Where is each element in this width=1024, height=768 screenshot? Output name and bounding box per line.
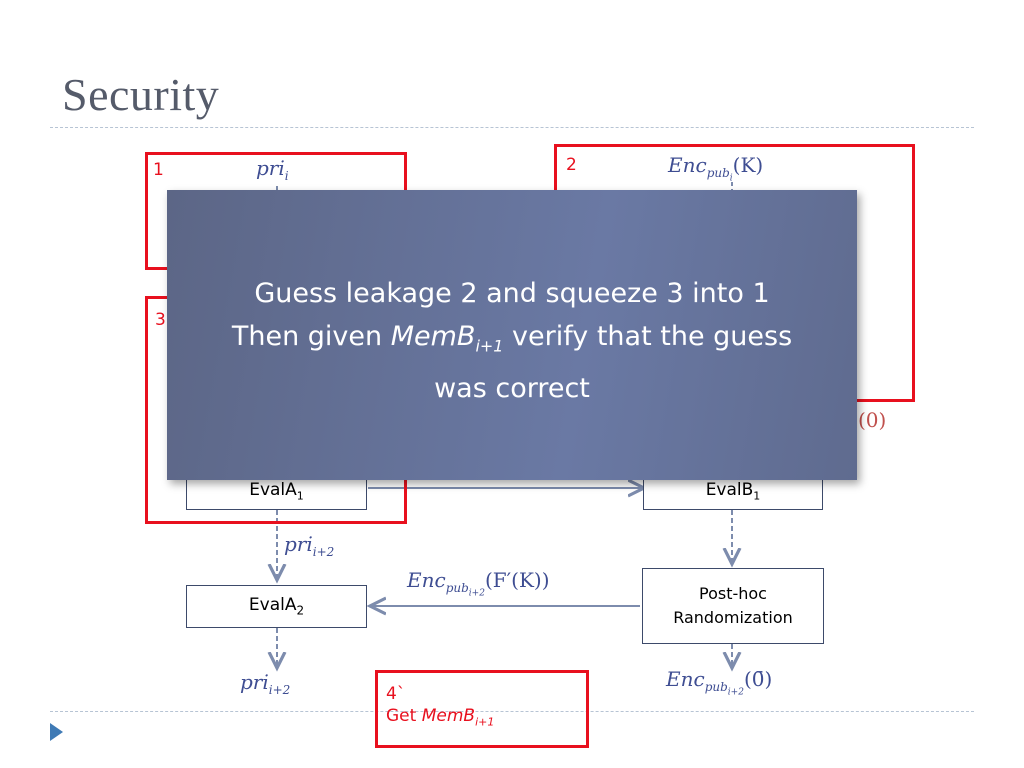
callout-line1: Guess leakage 2 and squeeze 3 into 1 xyxy=(254,278,770,309)
evala2-label: EvalA2 xyxy=(248,595,305,618)
label-enc-mid: Encpubi+2(F′(K)) xyxy=(407,568,550,599)
posthoc-randomization-box: Post-hoc Randomization xyxy=(642,568,824,644)
evalb1-label: EvalB1 xyxy=(705,479,761,503)
label-partial-zero: (0) xyxy=(858,408,887,432)
callout-line2: Then given MemBi+1 verify that the guess xyxy=(231,321,793,356)
footer-divider xyxy=(50,711,974,712)
red-label-3: 3 xyxy=(155,310,166,330)
title-divider xyxy=(50,127,974,128)
red-box-4 xyxy=(375,670,589,748)
posthoc-line1: Post-hoc xyxy=(699,584,767,603)
callout-overlay: Guess leakage 2 and squeeze 3 into 1 The… xyxy=(167,190,857,480)
red-label-4: 4` Get MemBi+1 xyxy=(386,683,494,733)
red-label-4-text: Get MemBi+1 xyxy=(386,706,495,729)
slide-nav-arrow-icon[interactable] xyxy=(50,723,63,741)
label-pri-i: prii xyxy=(256,156,289,183)
callout-line3: was correct xyxy=(434,373,590,405)
label-enc-bottom: Encpubi+2(0̄) xyxy=(666,667,773,698)
red-label-4-number: 4` xyxy=(386,684,406,704)
posthoc-line2: Randomization xyxy=(673,608,793,627)
red-label-1: 1 xyxy=(153,160,164,180)
page-title: Security xyxy=(62,69,220,120)
red-label-2: 2 xyxy=(566,155,577,175)
evala2-box: EvalA2 xyxy=(186,585,367,628)
label-enc-top: Encpubi(K) xyxy=(668,153,764,184)
label-pri-i2-bottom: prii+2 xyxy=(240,670,291,697)
evala1-label: EvalA1 xyxy=(249,479,304,503)
label-pri-i2-mid: prii+2 xyxy=(284,532,335,559)
